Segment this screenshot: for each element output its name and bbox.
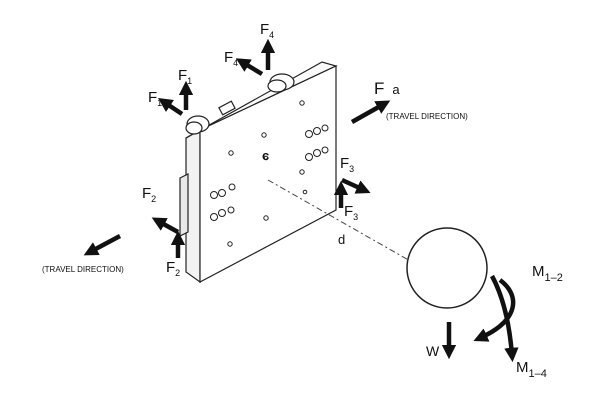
travel-left-label: (TRAVEL DIRECTION) — [42, 265, 124, 274]
f2-diag-label: F2 — [142, 185, 156, 204]
f2-diag-arrow — [151, 217, 180, 234]
top-wheels — [185, 73, 295, 135]
mounting-holes — [210, 100, 329, 247]
load-mass — [406, 227, 488, 309]
f4-diag-arrow — [235, 58, 264, 76]
distance-label: d — [338, 232, 345, 247]
f1-diag-arrow — [158, 98, 184, 116]
f3-right-label: F3 — [340, 155, 354, 174]
travel-left-arrow — [83, 234, 122, 256]
f1-up-label: F1 — [178, 67, 192, 86]
m14-label: M1–4 — [516, 359, 547, 380]
m14-moment-arrow — [490, 274, 519, 363]
travel-right-label: (TRAVEL DIRECTION) — [386, 112, 468, 121]
f2-up-label: F2 — [166, 259, 180, 278]
fa-arrow — [350, 100, 391, 124]
center-label: c — [262, 148, 269, 163]
force-arrows — [83, 38, 457, 360]
f4-up-label: F4 — [260, 21, 274, 40]
m12-label: M1–2 — [532, 263, 563, 284]
f3-up-label: F3 — [344, 203, 358, 222]
f1-diag-label: F1 — [148, 89, 162, 108]
carriage-plate — [179, 61, 338, 284]
f3-right-arrow — [341, 177, 371, 194]
f4-diag-label: F4 — [224, 49, 238, 68]
m12-moment-arrow — [473, 278, 516, 342]
moment-arrows — [473, 274, 519, 363]
weight-label: W — [426, 343, 440, 359]
